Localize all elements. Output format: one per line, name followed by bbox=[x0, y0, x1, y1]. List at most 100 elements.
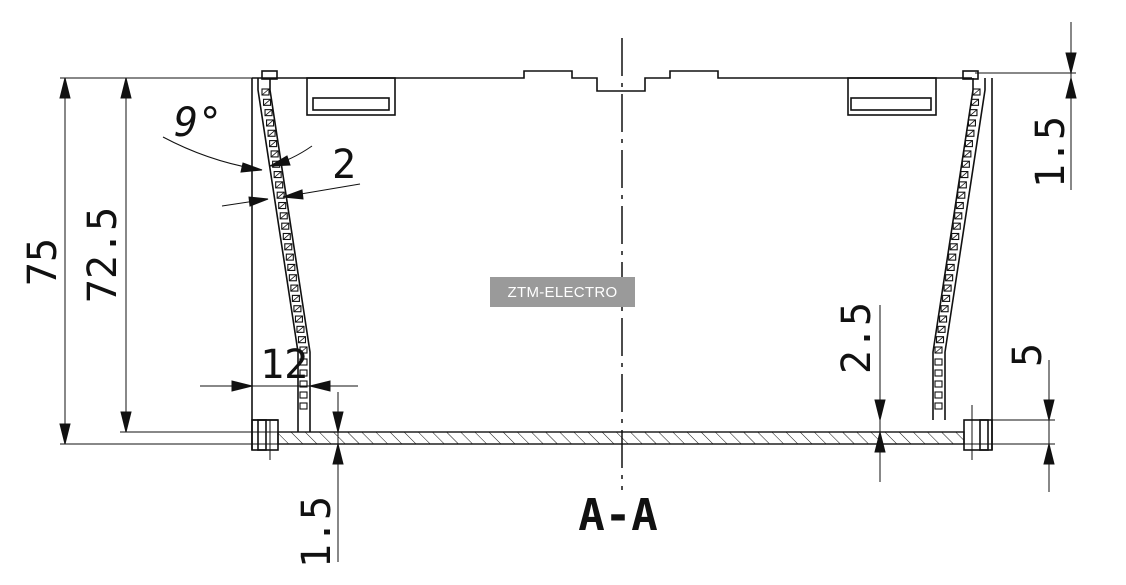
right-fin-teeth bbox=[934, 88, 981, 410]
dim-fin-thickness: 2 bbox=[332, 142, 356, 188]
fin-tooth bbox=[276, 191, 285, 199]
fin-tooth bbox=[949, 243, 958, 251]
fin-tooth-hatch bbox=[940, 305, 949, 313]
fin-tooth bbox=[970, 98, 980, 106]
fin-tooth bbox=[267, 129, 276, 137]
fin-tooth bbox=[946, 263, 955, 271]
fin-tooth bbox=[934, 358, 943, 366]
fin-tooth bbox=[275, 181, 284, 189]
fin-tooth bbox=[934, 402, 943, 410]
fin-tooth-hatch bbox=[959, 181, 967, 189]
top-rim bbox=[60, 70, 1076, 92]
fin-tooth bbox=[934, 346, 943, 354]
fin-tooth-hatch bbox=[275, 181, 283, 189]
fin-tooth bbox=[281, 222, 290, 230]
section-label: A-A bbox=[578, 490, 657, 541]
fin-tooth bbox=[299, 346, 308, 354]
fin-tooth-hatch bbox=[972, 88, 981, 96]
fin-tooth-hatch bbox=[956, 202, 964, 209]
fin-tooth-hatch bbox=[283, 233, 291, 240]
dim-5: 5 bbox=[1005, 343, 1051, 367]
fin-tooth-hatch bbox=[269, 140, 277, 147]
fin-tooth bbox=[937, 325, 946, 333]
fin-tooth bbox=[288, 274, 297, 282]
fin-tooth bbox=[940, 305, 949, 313]
fin-tooth-hatch bbox=[969, 109, 978, 116]
fin-tooth bbox=[294, 315, 303, 323]
fin-tooth-hatch bbox=[937, 326, 946, 333]
fin-tooth bbox=[934, 391, 943, 399]
fin-tooth bbox=[287, 263, 296, 271]
right-wall bbox=[932, 70, 993, 450]
fin-tooth bbox=[969, 109, 978, 117]
left-slot bbox=[306, 77, 396, 116]
fin-tooth bbox=[264, 109, 273, 117]
fin-tooth-hatch bbox=[263, 99, 271, 106]
fin-tooth bbox=[942, 294, 951, 302]
fin-tooth-hatch bbox=[290, 284, 299, 292]
fin-tooth bbox=[964, 140, 973, 148]
fin-tooth-hatch bbox=[936, 336, 944, 343]
fin-tooth-hatch bbox=[296, 326, 305, 333]
fin-tooth bbox=[967, 119, 976, 127]
fin-tooth bbox=[279, 212, 288, 220]
fin-tooth bbox=[952, 222, 961, 230]
fin-tooth-hatch bbox=[276, 191, 285, 199]
fin-tooth-hatch bbox=[945, 274, 953, 282]
fin-tooth-hatch bbox=[270, 150, 279, 158]
fin-tooth-hatch bbox=[948, 253, 956, 261]
dim-2-5: 2.5 bbox=[834, 302, 880, 374]
dim-75: 75 bbox=[20, 238, 66, 286]
dimension-lines bbox=[59, 22, 1077, 562]
fin-tooth bbox=[273, 171, 282, 179]
watermark: ZTM-ELECTRO bbox=[490, 277, 635, 307]
fin-tooth bbox=[966, 129, 975, 137]
dim-72-5: 72.5 bbox=[80, 207, 126, 303]
dim-top-1-5: 1.5 bbox=[1028, 116, 1074, 188]
fin-tooth bbox=[945, 274, 954, 282]
fin-tooth bbox=[299, 391, 308, 399]
fin-tooth bbox=[299, 369, 308, 377]
fin-tooth-hatch bbox=[295, 315, 303, 323]
fin-tooth bbox=[972, 88, 981, 96]
left-fin-teeth bbox=[261, 88, 308, 410]
fin-tooth-hatch bbox=[278, 202, 286, 209]
fin-tooth-hatch bbox=[949, 243, 958, 251]
fin-tooth-hatch bbox=[267, 129, 276, 137]
fin-tooth-hatch bbox=[942, 295, 950, 302]
fin-tooth-hatch bbox=[962, 160, 970, 168]
fin-tooth-hatch bbox=[954, 212, 963, 220]
fin-tooth bbox=[963, 150, 972, 158]
fin-tooth-hatch bbox=[971, 99, 979, 106]
fin-tooth bbox=[958, 181, 967, 189]
fin-tooth-hatch bbox=[939, 315, 947, 323]
fin-tooth-hatch bbox=[952, 222, 961, 230]
fin-tooth-hatch bbox=[963, 150, 972, 158]
fin-tooth bbox=[261, 88, 270, 96]
fin-tooth-hatch bbox=[273, 171, 282, 178]
fin-tooth-hatch bbox=[284, 243, 293, 251]
fin-tooth-hatch bbox=[292, 295, 300, 302]
dim-fin-angle: 9° bbox=[174, 100, 222, 146]
fin-tooth bbox=[266, 119, 275, 127]
fin-tooth bbox=[299, 380, 308, 388]
fin-tooth bbox=[957, 191, 966, 199]
fin-tooth-hatch bbox=[968, 119, 976, 127]
fin-tooth bbox=[278, 201, 287, 210]
left-wall bbox=[251, 70, 311, 450]
fin-tooth bbox=[270, 150, 279, 158]
fin-tooth bbox=[296, 325, 305, 333]
fin-tooth bbox=[961, 160, 970, 168]
fin-tooth bbox=[284, 243, 293, 251]
fin-tooth-hatch bbox=[286, 253, 294, 261]
dim-base-1-5: 1.5 bbox=[294, 496, 340, 568]
fin-tooth bbox=[299, 358, 308, 366]
fin-tooth bbox=[290, 284, 299, 292]
fin-tooth-hatch bbox=[966, 129, 975, 137]
dim-12: 12 bbox=[260, 342, 308, 388]
fin-tooth-hatch bbox=[287, 264, 296, 271]
fin-tooth-hatch bbox=[293, 305, 302, 313]
fin-tooth-hatch bbox=[266, 119, 274, 127]
fin-tooth bbox=[282, 232, 291, 241]
